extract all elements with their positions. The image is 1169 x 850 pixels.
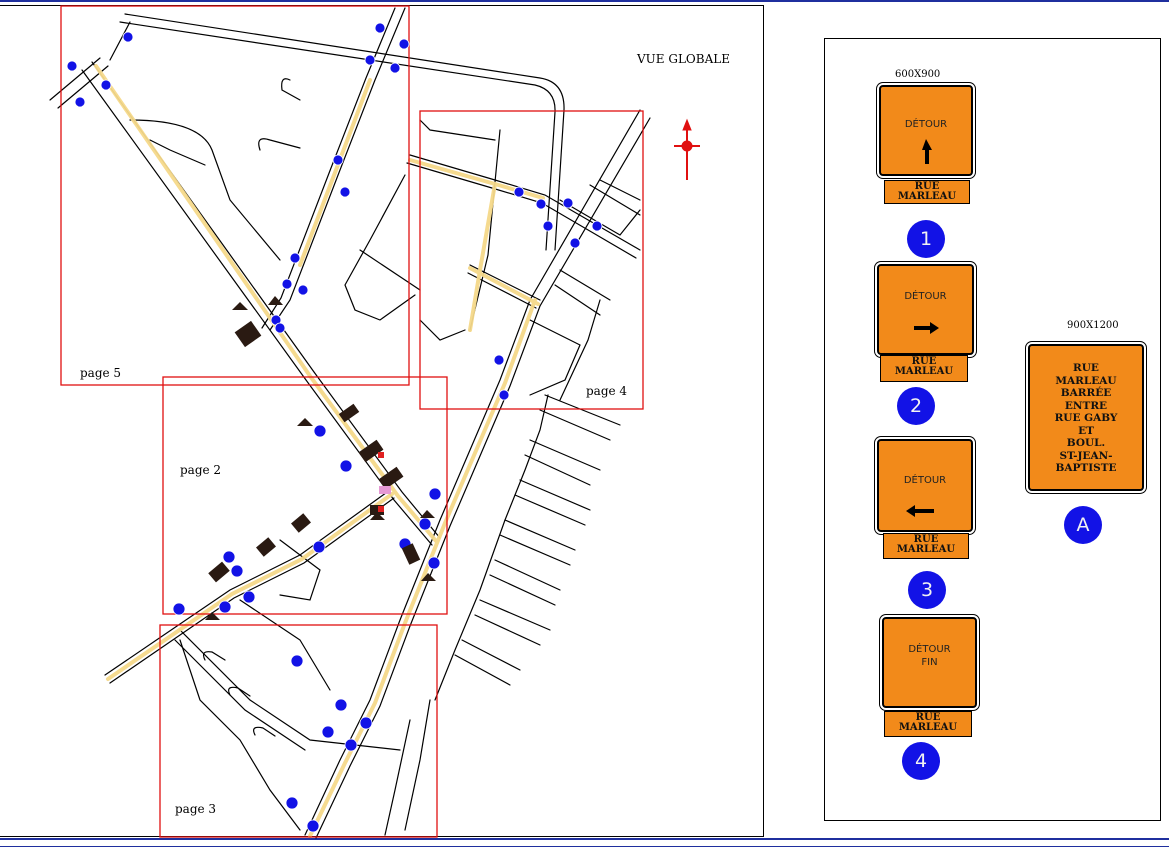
plate-sign-4: RUE MARLEAU — [884, 711, 972, 737]
closure-line-6: ET — [1078, 424, 1094, 437]
page-label-3: page 3 — [175, 802, 217, 816]
closure-line-4: ENTRE — [1064, 399, 1108, 412]
sign-number-2: 2 — [897, 387, 935, 425]
detour-sign-3: DÉTOUR — [877, 439, 973, 532]
closure-line-3: BARRÉE — [1060, 387, 1112, 399]
plate-sign-4-line1: RUE — [915, 712, 941, 723]
detour-sign-4-line1: DÉTOUR — [908, 644, 951, 655]
small-sign-size-label: 600X900 — [895, 69, 941, 80]
plate-sign-1-line2: MARLEAU — [897, 191, 957, 202]
arrow-left-icon — [906, 505, 934, 517]
closure-sign-letter: A — [1064, 506, 1102, 544]
detour-sign-1-text: DÉTOUR — [904, 119, 948, 130]
sign-number-1: 1 — [907, 220, 945, 258]
plate-sign-3: RUE MARLEAU — [883, 533, 969, 559]
plate-sign-1-line1: RUE — [914, 181, 940, 192]
sign-number-3: 3 — [908, 571, 946, 609]
road-closure-sign: RUE MARLEAU BARRÉE ENTRE RUE GABY ET BOU… — [1028, 344, 1144, 491]
plate-sign-4-line2: MARLEAU — [898, 722, 958, 733]
detour-sign-2-text: DÉTOUR — [904, 291, 947, 302]
map-title: VUE GLOBALE — [637, 52, 730, 66]
plate-sign-3-line1: RUE — [913, 534, 939, 545]
closure-line-2: MARLEAU — [1055, 374, 1117, 387]
plate-sign-2-line2: MARLEAU — [894, 366, 954, 377]
detour-sign-2: DÉTOUR — [877, 264, 974, 355]
plate-sign-2: RUE MARLEAU — [880, 355, 968, 382]
plate-sign-1: RUE MARLEAU — [884, 180, 970, 204]
detour-sign-4: DÉTOUR FIN — [882, 617, 977, 708]
sign-number-4: 4 — [902, 742, 940, 780]
map-frame — [0, 5, 764, 837]
bottom-border-bar-2 — [0, 846, 1169, 847]
detour-sign-3-text: DÉTOUR — [903, 475, 947, 486]
page-label-5: page 5 — [80, 366, 122, 380]
closure-line-7: BOUL. — [1066, 437, 1106, 449]
closure-line-8: ST-JEAN-BAPTISTE — [1055, 449, 1117, 475]
closure-line-5: RUE GABY — [1054, 412, 1118, 424]
bottom-border-bar — [0, 838, 1169, 840]
top-border-bar — [0, 0, 1169, 2]
detour-sign-4-line2: FIN — [921, 657, 938, 668]
large-sign-size-label: 900X1200 — [1067, 320, 1119, 331]
page-label-2: page 2 — [180, 463, 222, 477]
closure-line-1: RUE — [1073, 362, 1099, 374]
detour-sign-1: DÉTOUR — [879, 85, 973, 176]
arrow-right-icon — [914, 322, 939, 334]
arrow-up-icon — [922, 139, 932, 164]
plate-sign-2-line1: RUE — [911, 356, 937, 367]
page-label-4: page 4 — [586, 384, 628, 398]
plate-sign-3-line2: MARLEAU — [896, 544, 956, 555]
